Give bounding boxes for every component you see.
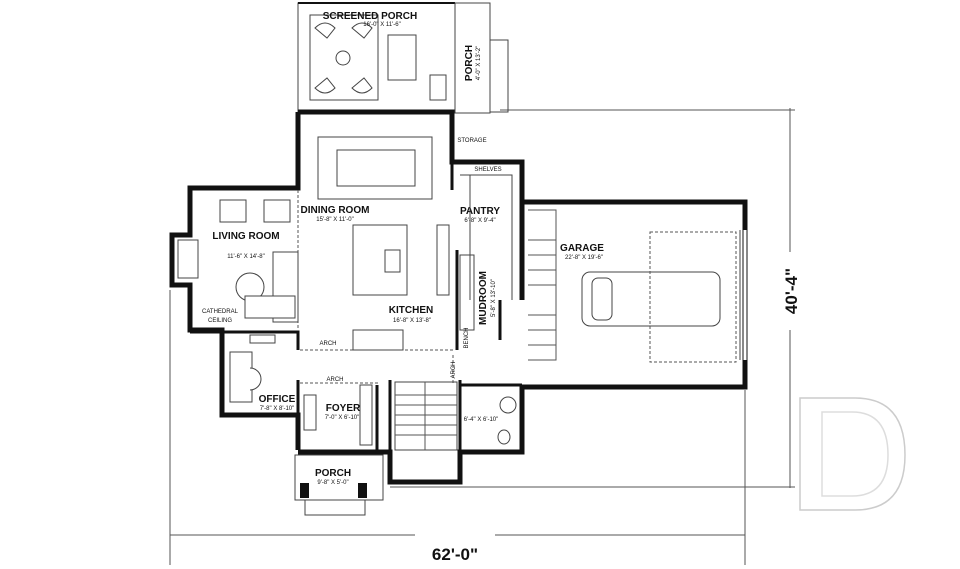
bath-fixtures [497,396,517,445]
room-size-mudroom: 5'-8" X 13'-10" [491,279,497,317]
room-size-living: 11'-6" X 14'-8" [227,254,264,260]
room-size-garage: 22'-8" X 19'-6" [565,255,603,261]
room-label-screened-porch: SCREENED PORCH [323,11,417,22]
note-storage: STORAGE [457,138,486,144]
room-size-screened-porch: 16'-0" X 11'-6" [363,22,400,28]
room-label-mudroom: MUDROOM [478,271,489,325]
front-porch [294,454,384,516]
room-label-foyer: FOYER [326,403,361,414]
living-furniture [177,199,299,323]
room-size-bath: 6'-4" X 6'-10" [464,417,499,423]
room-size-kitchen: 16'-8" X 13'-8" [393,318,431,324]
room-label-porch-side: PORCH [464,45,475,81]
room-size-office: 7'-8" X 8'-10" [260,406,295,412]
room-size-foyer: 7'-0" X 6'-10" [325,415,360,421]
interior-walls [190,162,522,452]
room-label-office: OFFICE [259,394,296,405]
dining-furniture [317,136,475,351]
office-furniture [229,334,276,403]
room-size-porch-side: 4'-0" X 13'-2" [476,46,482,81]
exterior-walls [169,109,748,485]
note-arch-foyer: ARCH [326,377,343,383]
room-label-living-1: LIVING ROOM [212,231,279,242]
room-label-garage: GARAGE [560,243,604,254]
room-label-kitchen: KITCHEN [389,305,433,316]
garage-car [528,209,737,363]
depth-dimension-label: 40'-4" [782,268,801,314]
dimension-depth: 40'-4" [390,108,801,488]
room-label-front-porch: PORCH [315,468,351,479]
note-arch-kitchen: ARCH [319,341,336,347]
note-cathedral-2: CEILING [208,318,232,324]
note-arch-mudroom: ARCH [451,361,457,378]
watermark-logo [799,397,906,511]
room-size-dining: 15'-8" X 11'-0" [316,217,353,223]
room-size-front-porch: 9'-8" X 5'-0" [317,480,348,486]
room-label-pantry: PANTRY [460,206,500,217]
width-dimension-label: 62'-0" [432,545,478,564]
dimension-width: 62'-0" [169,290,746,565]
note-cathedral-1: CATHEDRAL [202,309,239,315]
note-bench: BENCH [464,327,470,348]
note-shelves: SHELVES [474,167,501,173]
room-label-dining: DINING ROOM [301,205,370,216]
room-size-pantry: 6'-8" X 9'-4" [464,218,495,224]
stairs [303,381,458,451]
